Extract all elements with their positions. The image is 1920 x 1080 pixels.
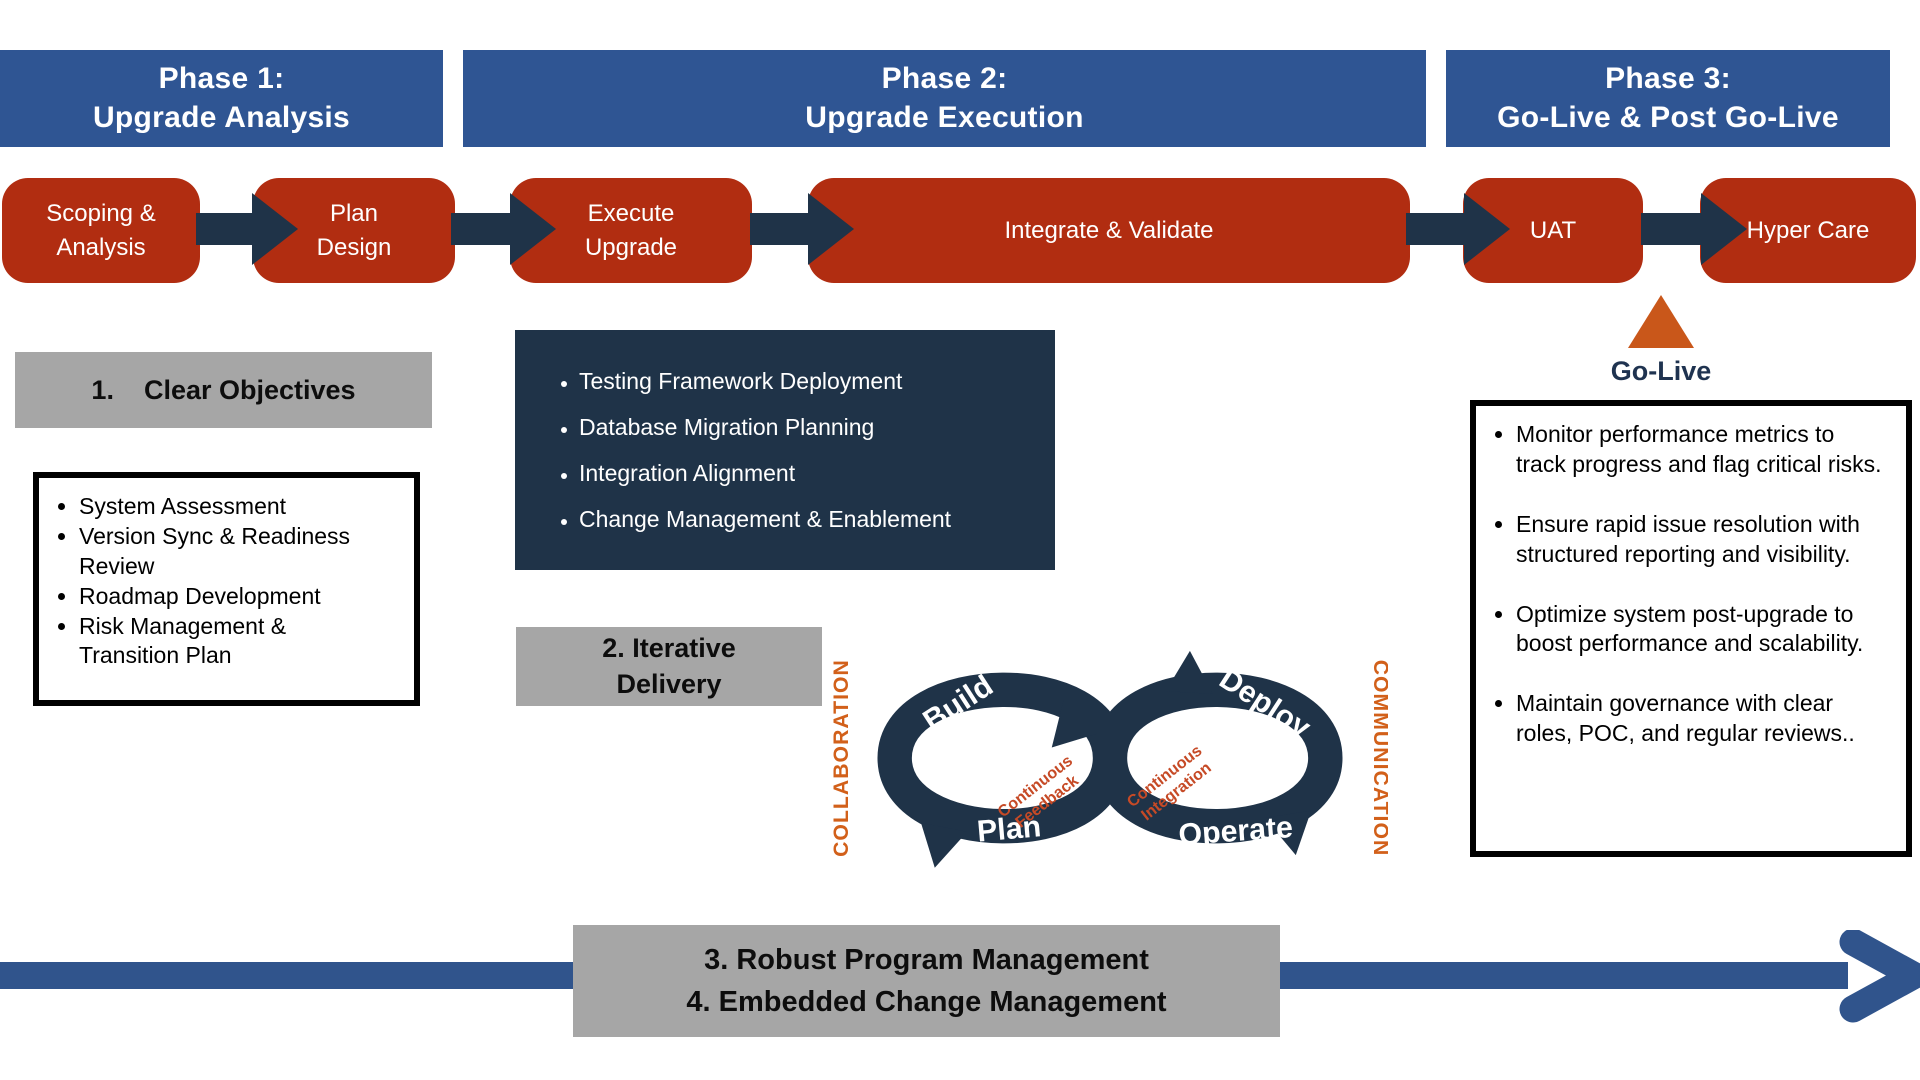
arrow-shaft [451,213,514,245]
bullet-item: Optimize system post-upgrade to boost pe… [1516,600,1888,660]
step-label: Scoping & Analysis [46,199,156,261]
arrow-head-icon [1701,193,1747,265]
bullet-item: Risk Management & Transition Plan [79,612,379,672]
loop-arrow-plan-icon [920,822,968,868]
devops-infinity-loop: Build Plan Deploy Operate Continuous Fee… [832,650,1388,868]
phase1-header-line2: Upgrade Analysis [92,100,351,134]
bullet-item: Maintain governance with clear roles, PO… [1516,689,1888,749]
program-management-line2: 4. Embedded Change Management [686,986,1167,1018]
loop-arrow-deploy-icon [1165,650,1213,694]
flow-arrow-4 [1406,193,1510,265]
loop-arrow-operate-icon [1264,810,1312,856]
loop-arrow-center-icon [1051,700,1097,748]
flow-arrow-3 [750,193,854,265]
bullet-item: Roadmap Development [79,582,379,612]
arrow-shaft [196,213,256,245]
iterative-delivery-label: 2. Iterative Delivery [516,627,822,706]
golive-triangle-icon [1628,295,1694,348]
loop-label-plan: Plan [976,810,1043,848]
bullet-item: Change Management & Enablement [579,506,1045,533]
arrow-shaft [1406,213,1468,245]
step-execute-upgrade: Execute Upgrade [510,178,752,283]
phase3-detail-box: Monitor performance metrics to track pro… [1470,400,1912,857]
phase3-bullet-list: Monitor performance metrics to track pro… [1482,420,1898,749]
infinity-loop-path [877,672,1343,844]
clear-objectives-label: 1. Clear Objectives [15,352,432,428]
bullet-item: Integration Alignment [579,460,1045,487]
iterative-line1: 2. Iterative [602,633,736,664]
phase3-header-line1: Phase 3: [1605,62,1731,96]
program-management-label: 3. Robust Program Management 4. Embedded… [573,925,1280,1037]
objective-text: Clear Objectives [143,374,356,405]
step-integrate-validate: Integrate & Validate [808,178,1410,283]
bullet-item: Testing Framework Deployment [579,368,1045,395]
phase3-header-line2: Go-Live & Post Go-Live [1497,100,1839,134]
phase1-header: Phase 1: Upgrade Analysis [0,50,443,147]
arrow-head-icon [510,193,556,265]
communication-label: COMMUNICATION [1369,660,1388,857]
flow-arrow-1 [196,193,298,265]
step-label: UAT [1529,216,1577,244]
bullet-item: Ensure rapid issue resolution with struc… [1516,510,1888,570]
flow-arrow-5 [1641,193,1747,265]
objective-number: 1. [91,374,114,405]
program-management-line1: 3. Robust Program Management [704,943,1149,976]
phase2-bullet-list: Testing Framework Deployment Database Mi… [555,368,1045,533]
timeline-arrow-head-icon [1839,930,1920,1023]
iterative-line2: Delivery [616,668,722,699]
arrow-head-icon [252,193,298,265]
arrow-head-icon [808,193,854,265]
arrow-shaft [1641,213,1705,245]
bullet-item: Database Migration Planning [579,414,1045,441]
step-label: Integrate & Validate [1004,216,1214,244]
phase2-header-line1: Phase 2: [881,62,1008,96]
bullet-item: System Assessment [79,492,379,522]
golive-label: Go-Live [1610,356,1712,386]
flow-arrow-2 [451,193,556,265]
loop-label-operate: Operate [1177,811,1294,852]
bullet-item: Monitor performance metrics to track pro… [1516,420,1888,480]
bullet-item: Version Sync & Readiness Review [79,522,379,582]
phase1-bullet-list: System Assessment Version Sync & Readine… [45,492,404,671]
step-label: Execute Upgrade [584,199,678,261]
phase3-header: Phase 3: Go-Live & Post Go-Live [1446,50,1890,147]
arrow-head-icon [1464,193,1510,265]
collaboration-label: COLLABORATION [832,659,853,857]
phase2-header: Phase 2: Upgrade Execution [463,50,1426,147]
phase2-detail-box: Testing Framework Deployment Database Mi… [515,330,1055,570]
arrow-shaft [750,213,812,245]
phase2-header-line2: Upgrade Execution [805,100,1084,134]
step-label: Plan Design [316,199,392,261]
phase1-detail-box: System Assessment Version Sync & Readine… [33,472,420,706]
step-label: Hyper Care [1746,216,1870,244]
step-scoping-analysis: Scoping & Analysis [2,178,200,283]
phase1-header-line1: Phase 1: [158,62,285,96]
